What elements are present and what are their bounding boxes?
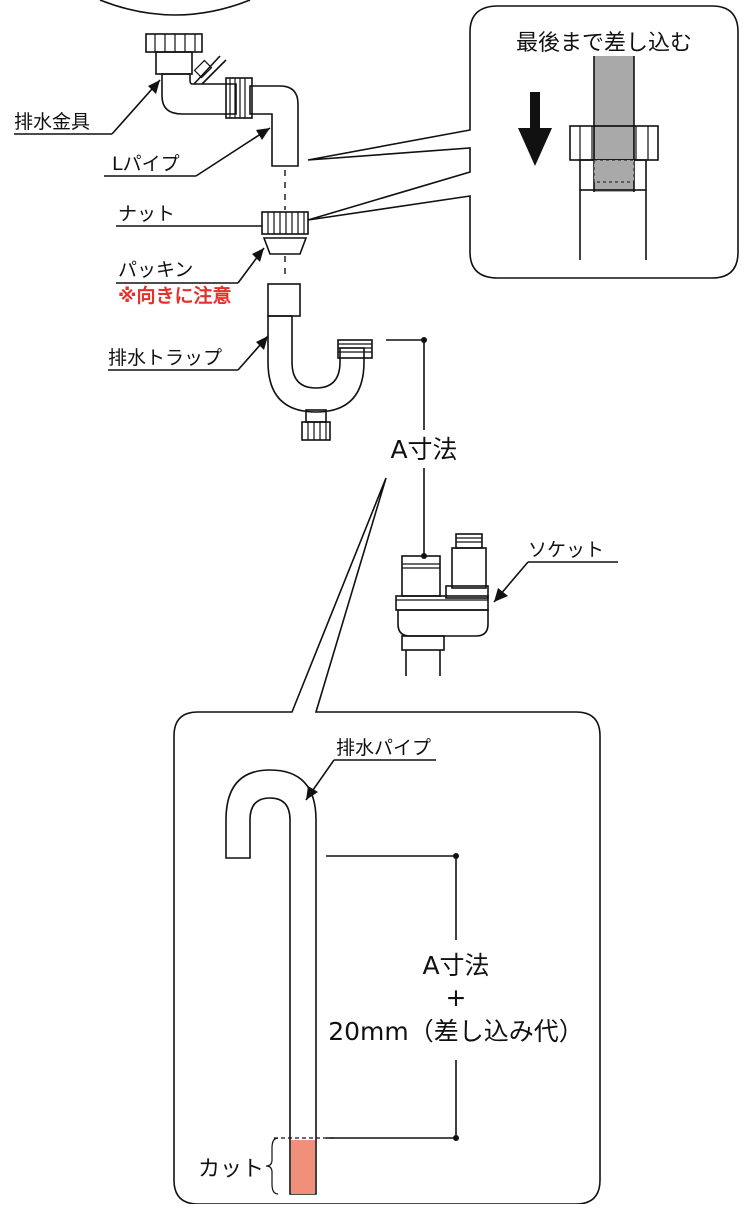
label-packing-note: ※向きに注意: [118, 284, 231, 307]
basin-bottom: [99, 0, 251, 16]
callout-box: 最後まで差し込む: [307, 5, 739, 279]
label-drain-trap: 排水トラップ: [108, 347, 222, 369]
l-pipe: [249, 85, 299, 167]
label-cut: カット: [198, 1157, 264, 1182]
cut-brace: [265, 1137, 279, 1195]
label-nut: ナット: [118, 203, 175, 225]
dimension-a-label: A寸法: [390, 435, 457, 464]
drain-trap: [267, 283, 373, 441]
formula-line2: +: [446, 983, 467, 1012]
dimension-a: A寸法: [386, 337, 458, 559]
formula-line1: A寸法: [422, 951, 489, 980]
label-l-pipe: Lパイプ: [112, 153, 180, 175]
packing: [262, 237, 308, 255]
socket: ソケット: [395, 533, 618, 676]
label-packing: パッキン: [118, 259, 193, 281]
leader-lines: [14, 79, 271, 371]
detail-box: [173, 477, 601, 1205]
label-drain-fitting: 排水金具: [14, 111, 90, 133]
nut: [261, 211, 309, 235]
drain-fitting: [145, 33, 253, 119]
label-drain-pipe: 排水パイプ: [336, 737, 431, 759]
dimension-total: [326, 853, 459, 1141]
formula-line3: 20mm（差し込み代）: [328, 1017, 584, 1046]
drain-pipe: [225, 759, 436, 1195]
callout-title: 最後まで差し込む: [516, 31, 692, 56]
socket-label: ソケット: [528, 539, 604, 561]
